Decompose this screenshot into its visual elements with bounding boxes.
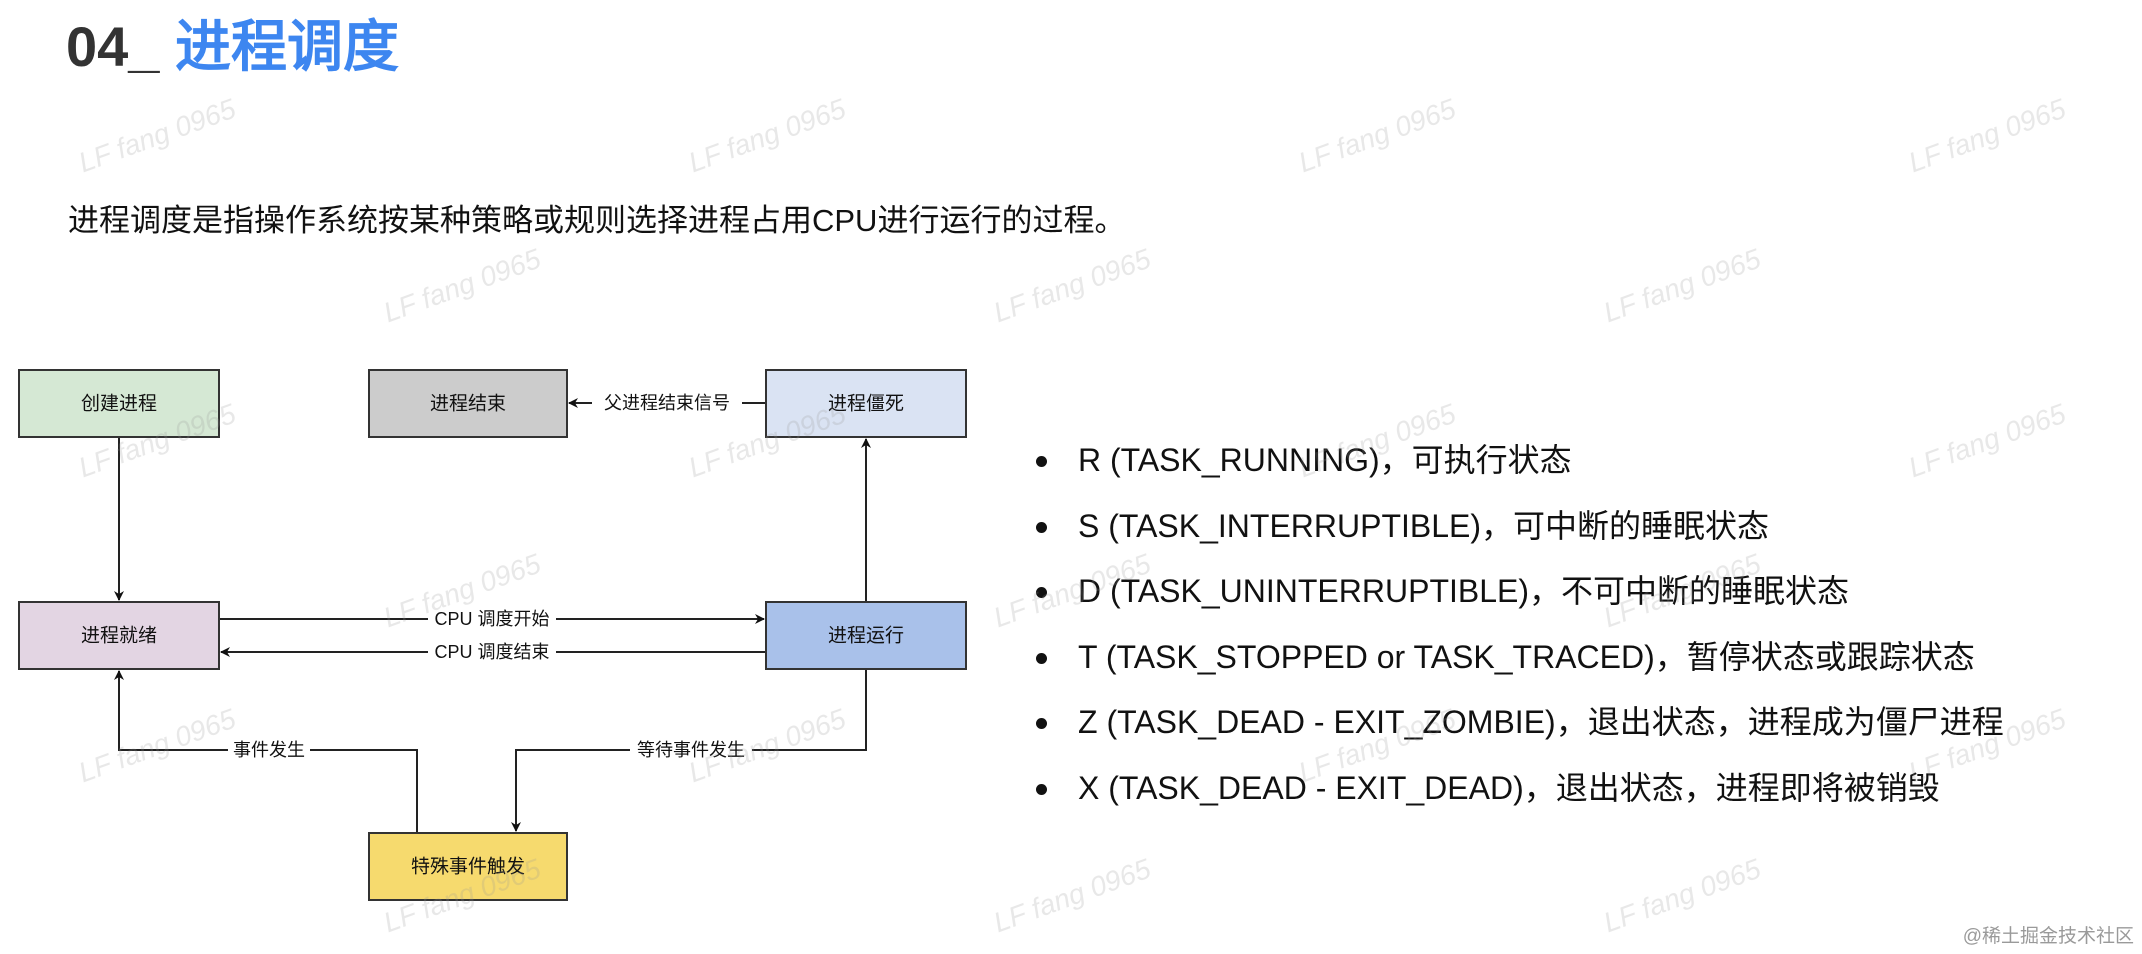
watermark: LF fang 0965 <box>1294 92 1460 179</box>
edge-label-cpu-start: CPU 调度开始 <box>434 609 549 629</box>
intro-text: 进程调度是指操作系统按某种策略或规则选择进程占用CPU进行运行的过程。 <box>68 203 1126 238</box>
node-zombie <box>765 369 967 438</box>
edge-label-parent-signal: 父进程结束信号 <box>604 393 730 413</box>
node-running-label: 进程运行 <box>828 625 904 647</box>
state-item: R (TASK_RUNNING)，可执行状态 <box>1036 428 2004 494</box>
node-end <box>368 369 568 438</box>
state-item: T (TASK_STOPPED or TASK_TRACED)，暂停状态或跟踪状… <box>1036 625 2004 691</box>
state-text: T (TASK_STOPPED or TASK_TRACED)，暂停状态或跟踪状… <box>1078 638 1975 675</box>
bullet-icon <box>1036 521 1047 533</box>
watermark: LF fang 0965 <box>1904 92 2070 179</box>
state-item: S (TASK_INTERRUPTIBLE)，可中断的睡眠状态 <box>1036 494 2004 560</box>
watermark: LF fang 0965 <box>1599 852 1765 939</box>
bullet-icon <box>1036 718 1047 729</box>
node-create <box>18 369 220 438</box>
state-text: Z (TASK_DEAD - EXIT_ZOMBIE)，退出状态，进程成为僵尸进… <box>1078 704 2004 740</box>
state-text: X (TASK_DEAD - EXIT_DEAD)，退出状态，进程即将被销毁 <box>1078 769 1940 806</box>
title-text: 进程调度 <box>175 15 399 78</box>
state-item: X (TASK_DEAD - EXIT_DEAD)，退出状态，进程即将被销毁 <box>1036 756 2004 822</box>
state-text: D (TASK_UNINTERRUPTIBLE)，不可中断的睡眠状态 <box>1078 573 1850 609</box>
node-create-label: 创建进程 <box>81 393 157 415</box>
page-title: 04_ 进程调度 <box>66 14 399 80</box>
bullet-icon <box>1036 456 1047 467</box>
watermark: LF fang 0965 <box>989 242 1155 329</box>
node-event <box>368 832 568 901</box>
node-ready-label: 进程就绪 <box>81 625 157 647</box>
watermark: LF fang 0965 <box>1599 242 1765 329</box>
edge-label-event-happen: 事件发生 <box>233 740 305 760</box>
node-zombie-label: 进程僵死 <box>828 393 904 415</box>
process-state-diagram: 创建进程 进程结束 进程僵死 进程就绪 进程运行 特殊事件触发 父进程结束信号 … <box>18 369 967 901</box>
edge-label-cpu-end: CPU 调度结束 <box>434 642 549 662</box>
node-event-label: 特殊事件触发 <box>411 856 525 878</box>
state-list: R (TASK_RUNNING)，可执行状态 S (TASK_INTERRUPT… <box>1036 428 2004 821</box>
state-item: Z (TASK_DEAD - EXIT_ZOMBIE)，退出状态，进程成为僵尸进… <box>1036 690 2004 756</box>
node-end-label: 进程结束 <box>430 393 506 415</box>
state-text: S (TASK_INTERRUPTIBLE)，可中断的睡眠状态 <box>1078 507 1770 544</box>
edge-label-wait-event: 等待事件发生 <box>637 740 745 760</box>
credit-text: @稀土掘金技术社区 <box>1962 926 2134 947</box>
title-number: 04_ <box>66 15 160 78</box>
watermark: LF fang 0965 <box>989 852 1155 939</box>
bullet-icon <box>1036 587 1047 598</box>
node-ready <box>18 601 220 670</box>
bullet-icon <box>1036 652 1047 664</box>
state-text: R (TASK_RUNNING)，可执行状态 <box>1078 442 1572 478</box>
bullet-icon <box>1036 783 1047 795</box>
state-item: D (TASK_UNINTERRUPTIBLE)，不可中断的睡眠状态 <box>1036 559 2004 625</box>
node-running <box>765 601 967 670</box>
